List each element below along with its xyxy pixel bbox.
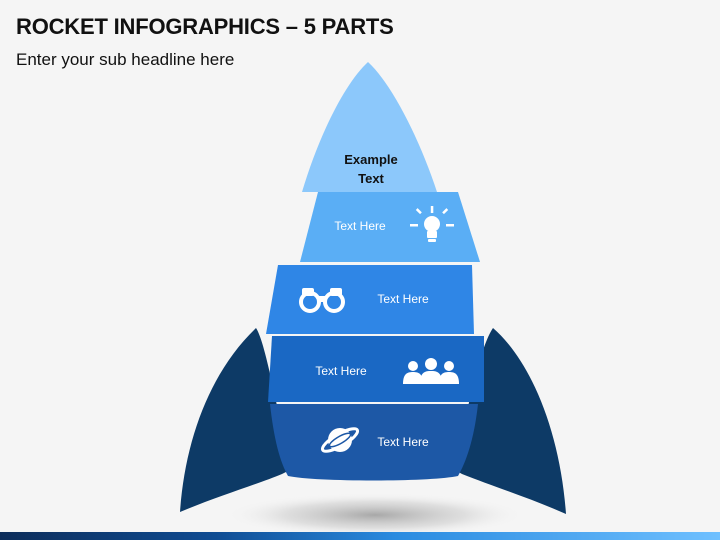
slide-subtitle: Enter your sub headline here	[16, 50, 235, 69]
stage-3: Text Here	[268, 336, 484, 402]
stage-2-label: Text Here	[377, 292, 429, 306]
rocket-shadow	[225, 493, 525, 537]
stage-3-band	[268, 336, 484, 402]
stage-4-band	[270, 404, 478, 481]
slide-title: ROCKET INFOGRAPHICS – 5 PARTS	[16, 14, 394, 39]
lightbulb-icon	[410, 206, 454, 242]
stage-1-band	[300, 192, 480, 262]
stage-4-label: Text Here	[377, 435, 429, 449]
stage-2-band	[266, 265, 474, 334]
bottom-accent-bar	[0, 532, 720, 540]
nose-cone	[302, 62, 437, 192]
team-icon	[403, 358, 459, 384]
stage-4: Text Here	[270, 404, 478, 481]
nose-label-line2: Text	[358, 171, 384, 186]
stage-1-label: Text Here	[334, 219, 386, 233]
stage-1: Text Here	[300, 192, 480, 262]
planet-icon	[320, 427, 360, 453]
stage-2: Text Here	[266, 265, 474, 334]
binoculars-icon	[299, 288, 345, 313]
left-fin	[180, 328, 290, 512]
stage-3-label: Text Here	[315, 364, 367, 378]
nose-label-line1: Example	[344, 152, 397, 167]
